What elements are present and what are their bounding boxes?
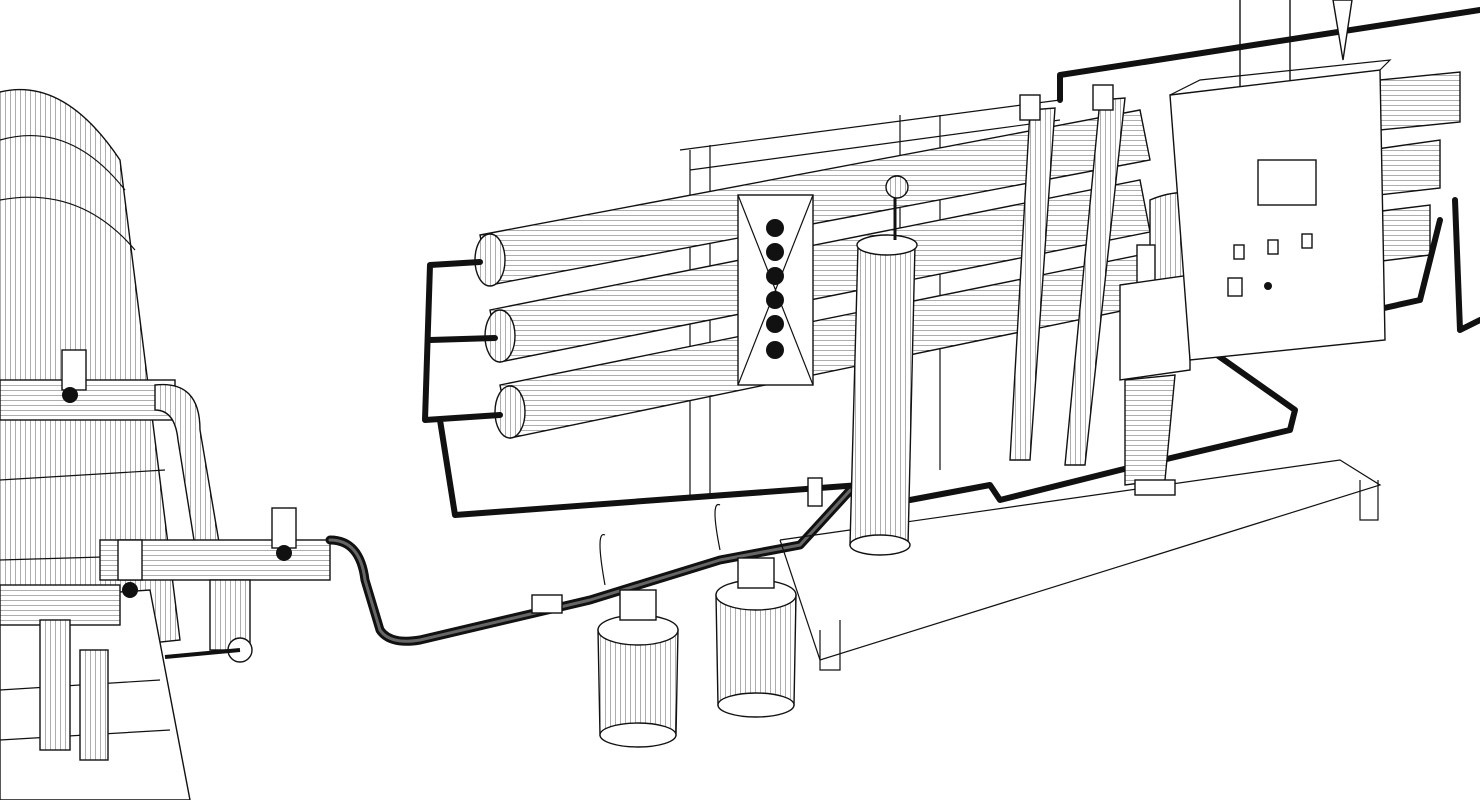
reject-pipe xyxy=(907,347,1298,503)
pressure-vessel xyxy=(474,109,1151,287)
cartridge-filter xyxy=(849,175,918,556)
hmi-screen xyxy=(1257,159,1317,206)
switch-icon xyxy=(1233,244,1245,260)
sensor-probe xyxy=(1332,0,1353,61)
check-valve xyxy=(807,477,823,507)
indicator-lamp-icon xyxy=(1264,282,1272,290)
vessel-header-pipe xyxy=(422,259,863,518)
switch-icon xyxy=(1301,233,1313,249)
pressure-gauge-icon xyxy=(885,175,909,199)
control-panel xyxy=(1169,0,1392,361)
selector-icon xyxy=(1227,277,1243,297)
dosing-pump xyxy=(737,557,775,589)
switch-icon xyxy=(1267,239,1279,255)
union-fitting xyxy=(531,594,563,614)
port-icon xyxy=(766,219,784,359)
ro-pressure-vessels xyxy=(474,71,1461,439)
inlet-manifold xyxy=(0,349,331,761)
vertical-risers xyxy=(1009,84,1126,466)
dosing-tank xyxy=(597,534,679,748)
dosing-tank xyxy=(714,504,797,718)
valve-handle-icon xyxy=(61,349,297,663)
end-plate xyxy=(737,194,814,386)
dosing-pump xyxy=(619,589,657,621)
dosing-tanks xyxy=(531,477,823,748)
